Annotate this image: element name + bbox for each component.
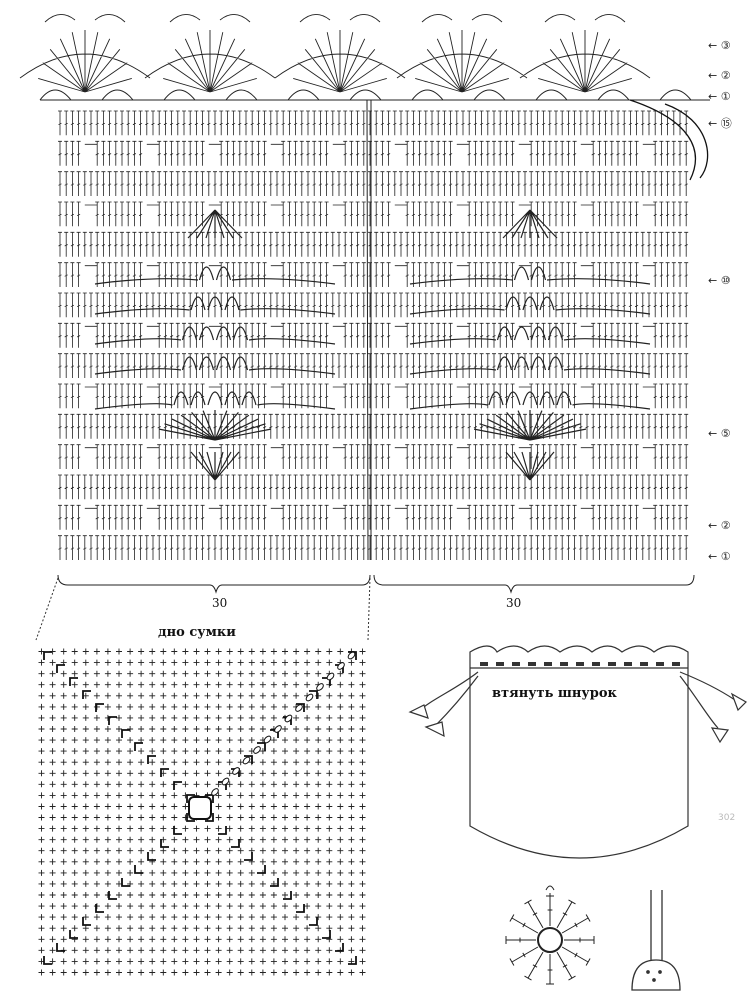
repeat-label-right: 30 xyxy=(506,596,521,610)
square-stitch-grid xyxy=(38,648,366,976)
drawstring-left-2 xyxy=(434,675,479,727)
tassel-left-1 xyxy=(408,704,429,719)
bag-caption: втянуть шнурок xyxy=(492,686,618,701)
scalloped-edging xyxy=(19,14,710,101)
drawstring-eyelets xyxy=(480,662,680,666)
row-marker-15: ← ⑮ xyxy=(708,117,732,130)
drawstring-right-2 xyxy=(679,675,719,729)
repeat-label-left: 30 xyxy=(212,596,227,610)
tassel-bell-sketch xyxy=(631,890,681,991)
yarn-tail xyxy=(629,99,697,181)
flower-center-ring xyxy=(537,927,563,953)
shell-motifs xyxy=(94,209,651,481)
bottom-square: дно сумки xyxy=(38,625,366,976)
center-ring xyxy=(188,796,212,820)
row-marker-2-top: ← ② xyxy=(708,69,731,82)
chain-seam xyxy=(366,99,372,561)
row-marker-5: ← ⑤ xyxy=(708,427,731,440)
row-marker-2-bottom: ← ② xyxy=(708,519,731,532)
row-marker-10: ← ⑩ xyxy=(708,274,731,287)
bag-scallop-edge xyxy=(469,645,689,668)
bag-illustration: втянуть шнурок 302 xyxy=(408,645,747,859)
repeat-bracket-left xyxy=(57,574,371,594)
bag-body xyxy=(469,668,689,859)
stitch-grid xyxy=(58,110,689,560)
top-chart: ← ③ ← ② ← ① ← ⑮ ← ⑩ ← ⑤ ← ② ← ① 30 30 xyxy=(19,14,732,641)
connector-dotted-left xyxy=(35,577,59,641)
drawstring-left-1 xyxy=(417,671,479,713)
tassel-left-2 xyxy=(424,721,445,738)
connector-dotted-right xyxy=(367,577,371,641)
bottom-square-title: дно сумки xyxy=(158,625,236,640)
row-marker-3: ← ③ xyxy=(708,39,731,52)
diagonal-chain xyxy=(211,651,356,796)
row-marker-1-bottom: ← ① xyxy=(708,550,731,563)
bag-source-mark: 302 xyxy=(718,813,735,823)
row-marker-1-top: ← ① xyxy=(708,90,731,103)
drawstring-right-1 xyxy=(679,671,736,701)
tassel-right-2 xyxy=(710,727,730,744)
tassel-right-1 xyxy=(730,692,747,712)
yarn-tail-2 xyxy=(664,103,709,179)
tassel-top-motif xyxy=(505,885,595,985)
repeat-bracket-right xyxy=(373,574,695,594)
